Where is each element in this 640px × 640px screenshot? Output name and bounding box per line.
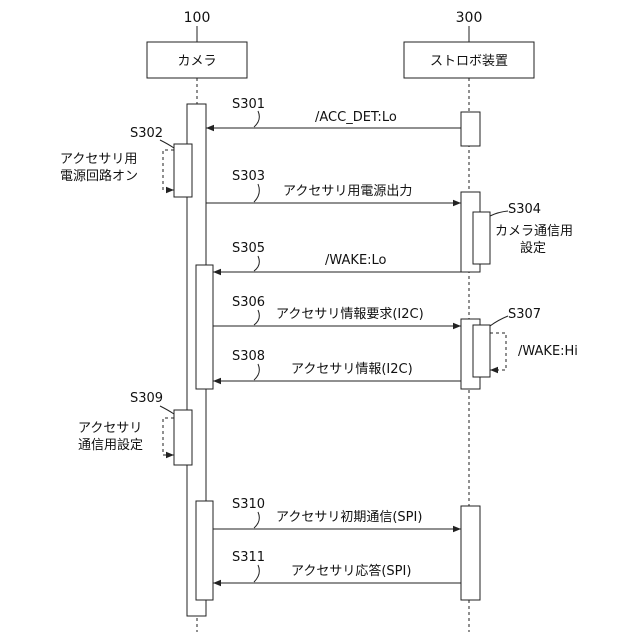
s305-message: /WAKE:Lo bbox=[325, 253, 387, 268]
camera-s310-activation bbox=[196, 501, 213, 600]
s306-step-leader bbox=[254, 310, 259, 325]
s309-note-line1: アクセサリ bbox=[78, 421, 142, 436]
s309-step-leader bbox=[160, 406, 174, 414]
s311-step-id: S311 bbox=[232, 550, 265, 565]
s310-message: アクセサリ初期通信(SPI) bbox=[276, 510, 422, 525]
strobe-s307-activation bbox=[473, 325, 490, 377]
s311-message: アクセサリ応答(SPI) bbox=[291, 563, 411, 579]
strobe-s310-activation bbox=[461, 506, 480, 600]
s306-message: アクセサリ情報要求(I2C) bbox=[276, 307, 424, 322]
s305-step-leader bbox=[254, 256, 259, 271]
s308-step-id: S308 bbox=[232, 349, 265, 364]
s309-self-loop bbox=[163, 418, 174, 455]
s307-step-leader bbox=[490, 316, 508, 326]
s309-step-id: S309 bbox=[130, 391, 163, 406]
s304-step-leader bbox=[490, 211, 508, 216]
s306-step-id: S306 bbox=[232, 295, 265, 310]
s301-step-leader bbox=[254, 111, 259, 127]
s304-note-line1: カメラ通信用 bbox=[495, 224, 573, 239]
s301-step-id: S301 bbox=[232, 97, 265, 112]
camera-participant-label: カメラ bbox=[177, 54, 216, 69]
s302-note-line2: 電源回路オン bbox=[60, 168, 138, 184]
strobe-number: 300 bbox=[456, 10, 483, 26]
s307-step-id: S307 bbox=[508, 307, 541, 322]
strobe-s301-activation bbox=[461, 112, 480, 146]
s310-step-leader bbox=[254, 512, 259, 528]
strobe-participant-label: ストロボ装置 bbox=[430, 54, 508, 69]
s302-note-line1: アクセサリ用 bbox=[60, 152, 137, 167]
s309-note-line2: 通信用設定 bbox=[78, 437, 143, 453]
s302-step-leader bbox=[160, 140, 174, 148]
s301-message: /ACC_DET:Lo bbox=[315, 110, 397, 125]
s310-step-id: S310 bbox=[232, 497, 265, 512]
s307-note: /WAKE:Hi bbox=[518, 344, 578, 359]
s303-step-leader bbox=[254, 184, 259, 202]
s305-step-id: S305 bbox=[232, 241, 265, 256]
s307-self-loop bbox=[490, 333, 506, 370]
s303-message: アクセサリ用電源出力 bbox=[283, 184, 412, 199]
s308-step-leader bbox=[254, 364, 259, 380]
s308-message: アクセサリ情報(I2C) bbox=[291, 362, 413, 377]
s302-self-loop bbox=[163, 150, 174, 190]
s304-note-line2: 設定 bbox=[520, 240, 546, 256]
s304-step-id: S304 bbox=[508, 202, 541, 217]
s302-step-id: S302 bbox=[130, 126, 163, 141]
strobe-s304-activation bbox=[473, 212, 490, 264]
camera-number: 100 bbox=[184, 10, 211, 26]
camera-s305-activation bbox=[196, 265, 213, 389]
s311-step-leader bbox=[254, 565, 259, 582]
camera-s309-activation bbox=[174, 410, 192, 465]
s303-step-id: S303 bbox=[232, 169, 265, 184]
camera-s302-activation bbox=[174, 144, 192, 197]
